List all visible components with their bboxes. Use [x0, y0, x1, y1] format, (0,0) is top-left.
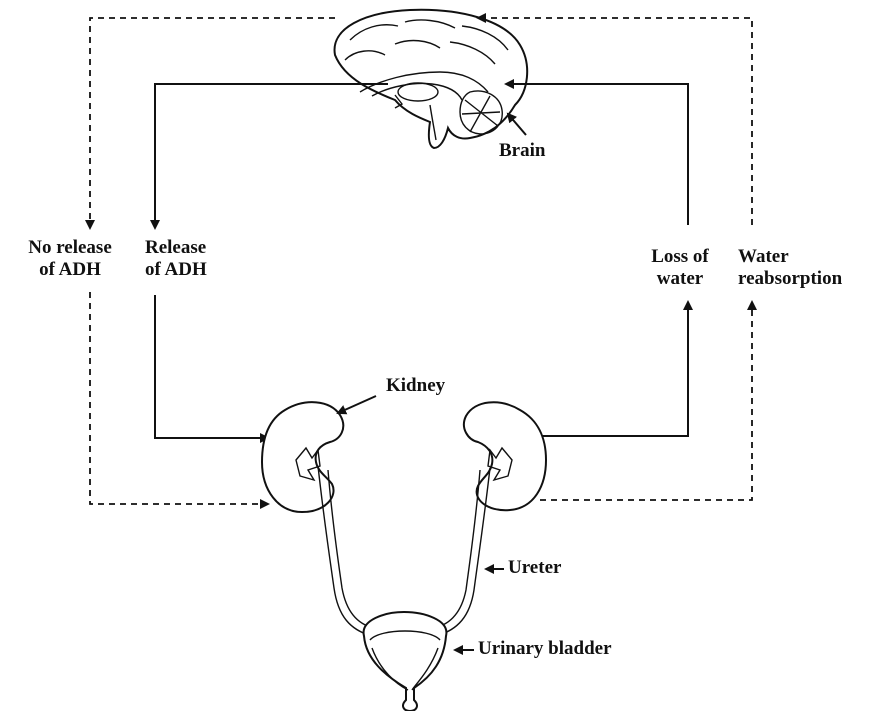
left-kidney — [262, 402, 343, 512]
brain-label-text: Brain — [499, 140, 545, 161]
kidney-label: Kidney — [386, 375, 445, 397]
no-release-line-1: No release — [8, 237, 132, 259]
urinary-bladder — [364, 612, 447, 711]
ureter-label-text: Ureter — [508, 557, 561, 578]
kidney-pointer-arrow — [338, 396, 376, 413]
brain-illustration — [335, 10, 528, 148]
release-of-adh-label: Release of ADH — [145, 237, 207, 281]
brain-pointer-arrow — [508, 114, 526, 135]
loss-line-1: Loss of — [638, 246, 722, 268]
loss-line-2: water — [638, 268, 722, 290]
kidney-label-text: Kidney — [386, 375, 445, 396]
urinary-bladder-label: Urinary bladder — [478, 638, 612, 660]
reabsorption-line-1: Water — [738, 246, 842, 268]
urinary-bladder-label-text: Urinary bladder — [478, 638, 612, 659]
reabsorption-line-2: reabsorption — [738, 268, 842, 290]
release-line-1: Release — [145, 237, 207, 259]
water-reabsorption-label: Water reabsorption — [738, 246, 842, 290]
ureter-label: Ureter — [508, 557, 561, 579]
right-kidney — [464, 402, 546, 510]
brain-label: Brain — [499, 140, 545, 162]
loss-of-water-label: Loss of water — [638, 246, 722, 290]
ureters — [318, 466, 490, 636]
release-line-2: of ADH — [145, 259, 207, 281]
no-release-of-adh-label: No release of ADH — [8, 237, 132, 281]
no-release-line-2: of ADH — [8, 259, 132, 281]
